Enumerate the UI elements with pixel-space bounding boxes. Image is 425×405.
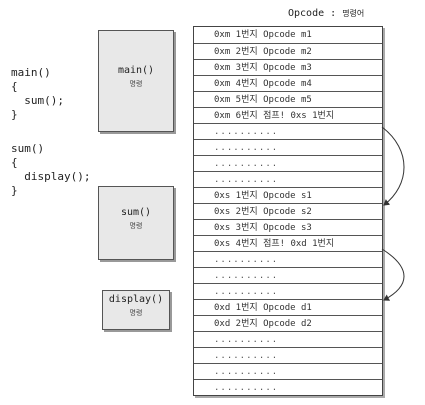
code-main-close-brace: } bbox=[11, 108, 18, 121]
memory-row: .......... bbox=[194, 155, 382, 171]
memory-row: 0xs 4번지 점프! 0xd 1번지 bbox=[194, 235, 382, 251]
memory-row: .......... bbox=[194, 363, 382, 379]
code-main-open-brace: { bbox=[11, 80, 18, 93]
memory-row: .......... bbox=[194, 171, 382, 187]
memory-row: .......... bbox=[194, 251, 382, 267]
main-function-sub: 명령 bbox=[129, 80, 143, 88]
memory-row: 0xm 2번지 Opcode m2 bbox=[194, 43, 382, 59]
sum-function-sub: 명령 bbox=[129, 222, 143, 230]
main-function-block: main() 명령 bbox=[98, 30, 174, 132]
main-function-name: main() bbox=[117, 65, 155, 76]
memory-row: .......... bbox=[194, 379, 382, 395]
memory-row: 0xs 1번지 Opcode s1 bbox=[194, 187, 382, 203]
code-sum-signature: sum() bbox=[11, 142, 45, 155]
jump-arrow-to-sum bbox=[381, 126, 405, 206]
display-function-name: display() bbox=[108, 294, 164, 305]
sum-function-block: sum() 명령 bbox=[98, 186, 174, 260]
header-colon: : bbox=[324, 8, 343, 19]
memory-row: 0xm 4번지 Opcode m4 bbox=[194, 75, 382, 91]
jump-arrow-to-display bbox=[381, 248, 405, 301]
code-sum-call: sum(); bbox=[11, 94, 64, 107]
memory-row: 0xd 2번지 Opcode d2 bbox=[194, 315, 382, 331]
display-function-sub: 명령 bbox=[129, 309, 143, 317]
sum-function-name: sum() bbox=[120, 207, 152, 218]
memory-row: .......... bbox=[194, 331, 382, 347]
memory-row: 0xm 3번지 Opcode m3 bbox=[194, 59, 382, 75]
code-sum-close-brace: } bbox=[11, 184, 18, 197]
memory-row: 0xm 5번지 Opcode m5 bbox=[194, 91, 382, 107]
code-display-call: display(); bbox=[11, 170, 91, 183]
opcode-korean-label: 명령어 bbox=[342, 9, 365, 18]
memory-row: 0xs 2번지 Opcode s2 bbox=[194, 203, 382, 219]
memory-row: .......... bbox=[194, 139, 382, 155]
memory-row: .......... bbox=[194, 267, 382, 283]
code-sum-open-brace: { bbox=[11, 156, 18, 169]
memory-row: 0xd 1번지 Opcode d1 bbox=[194, 299, 382, 315]
opcode-header: Opcode : 명령어 bbox=[288, 8, 364, 19]
memory-row: 0xm 6번지 점프! 0xs 1번지 bbox=[194, 107, 382, 123]
display-function-block: display() 명령 bbox=[102, 290, 170, 330]
opcode-label: Opcode bbox=[288, 8, 325, 19]
memory-row: .......... bbox=[194, 283, 382, 299]
memory-row: 0xs 3번지 Opcode s3 bbox=[194, 219, 382, 235]
code-main-signature: main() bbox=[11, 66, 51, 79]
memory-row: .......... bbox=[194, 347, 382, 363]
memory-row: 0xm 1번지 Opcode m1 bbox=[214, 30, 312, 40]
memory-row: .......... bbox=[194, 123, 382, 139]
